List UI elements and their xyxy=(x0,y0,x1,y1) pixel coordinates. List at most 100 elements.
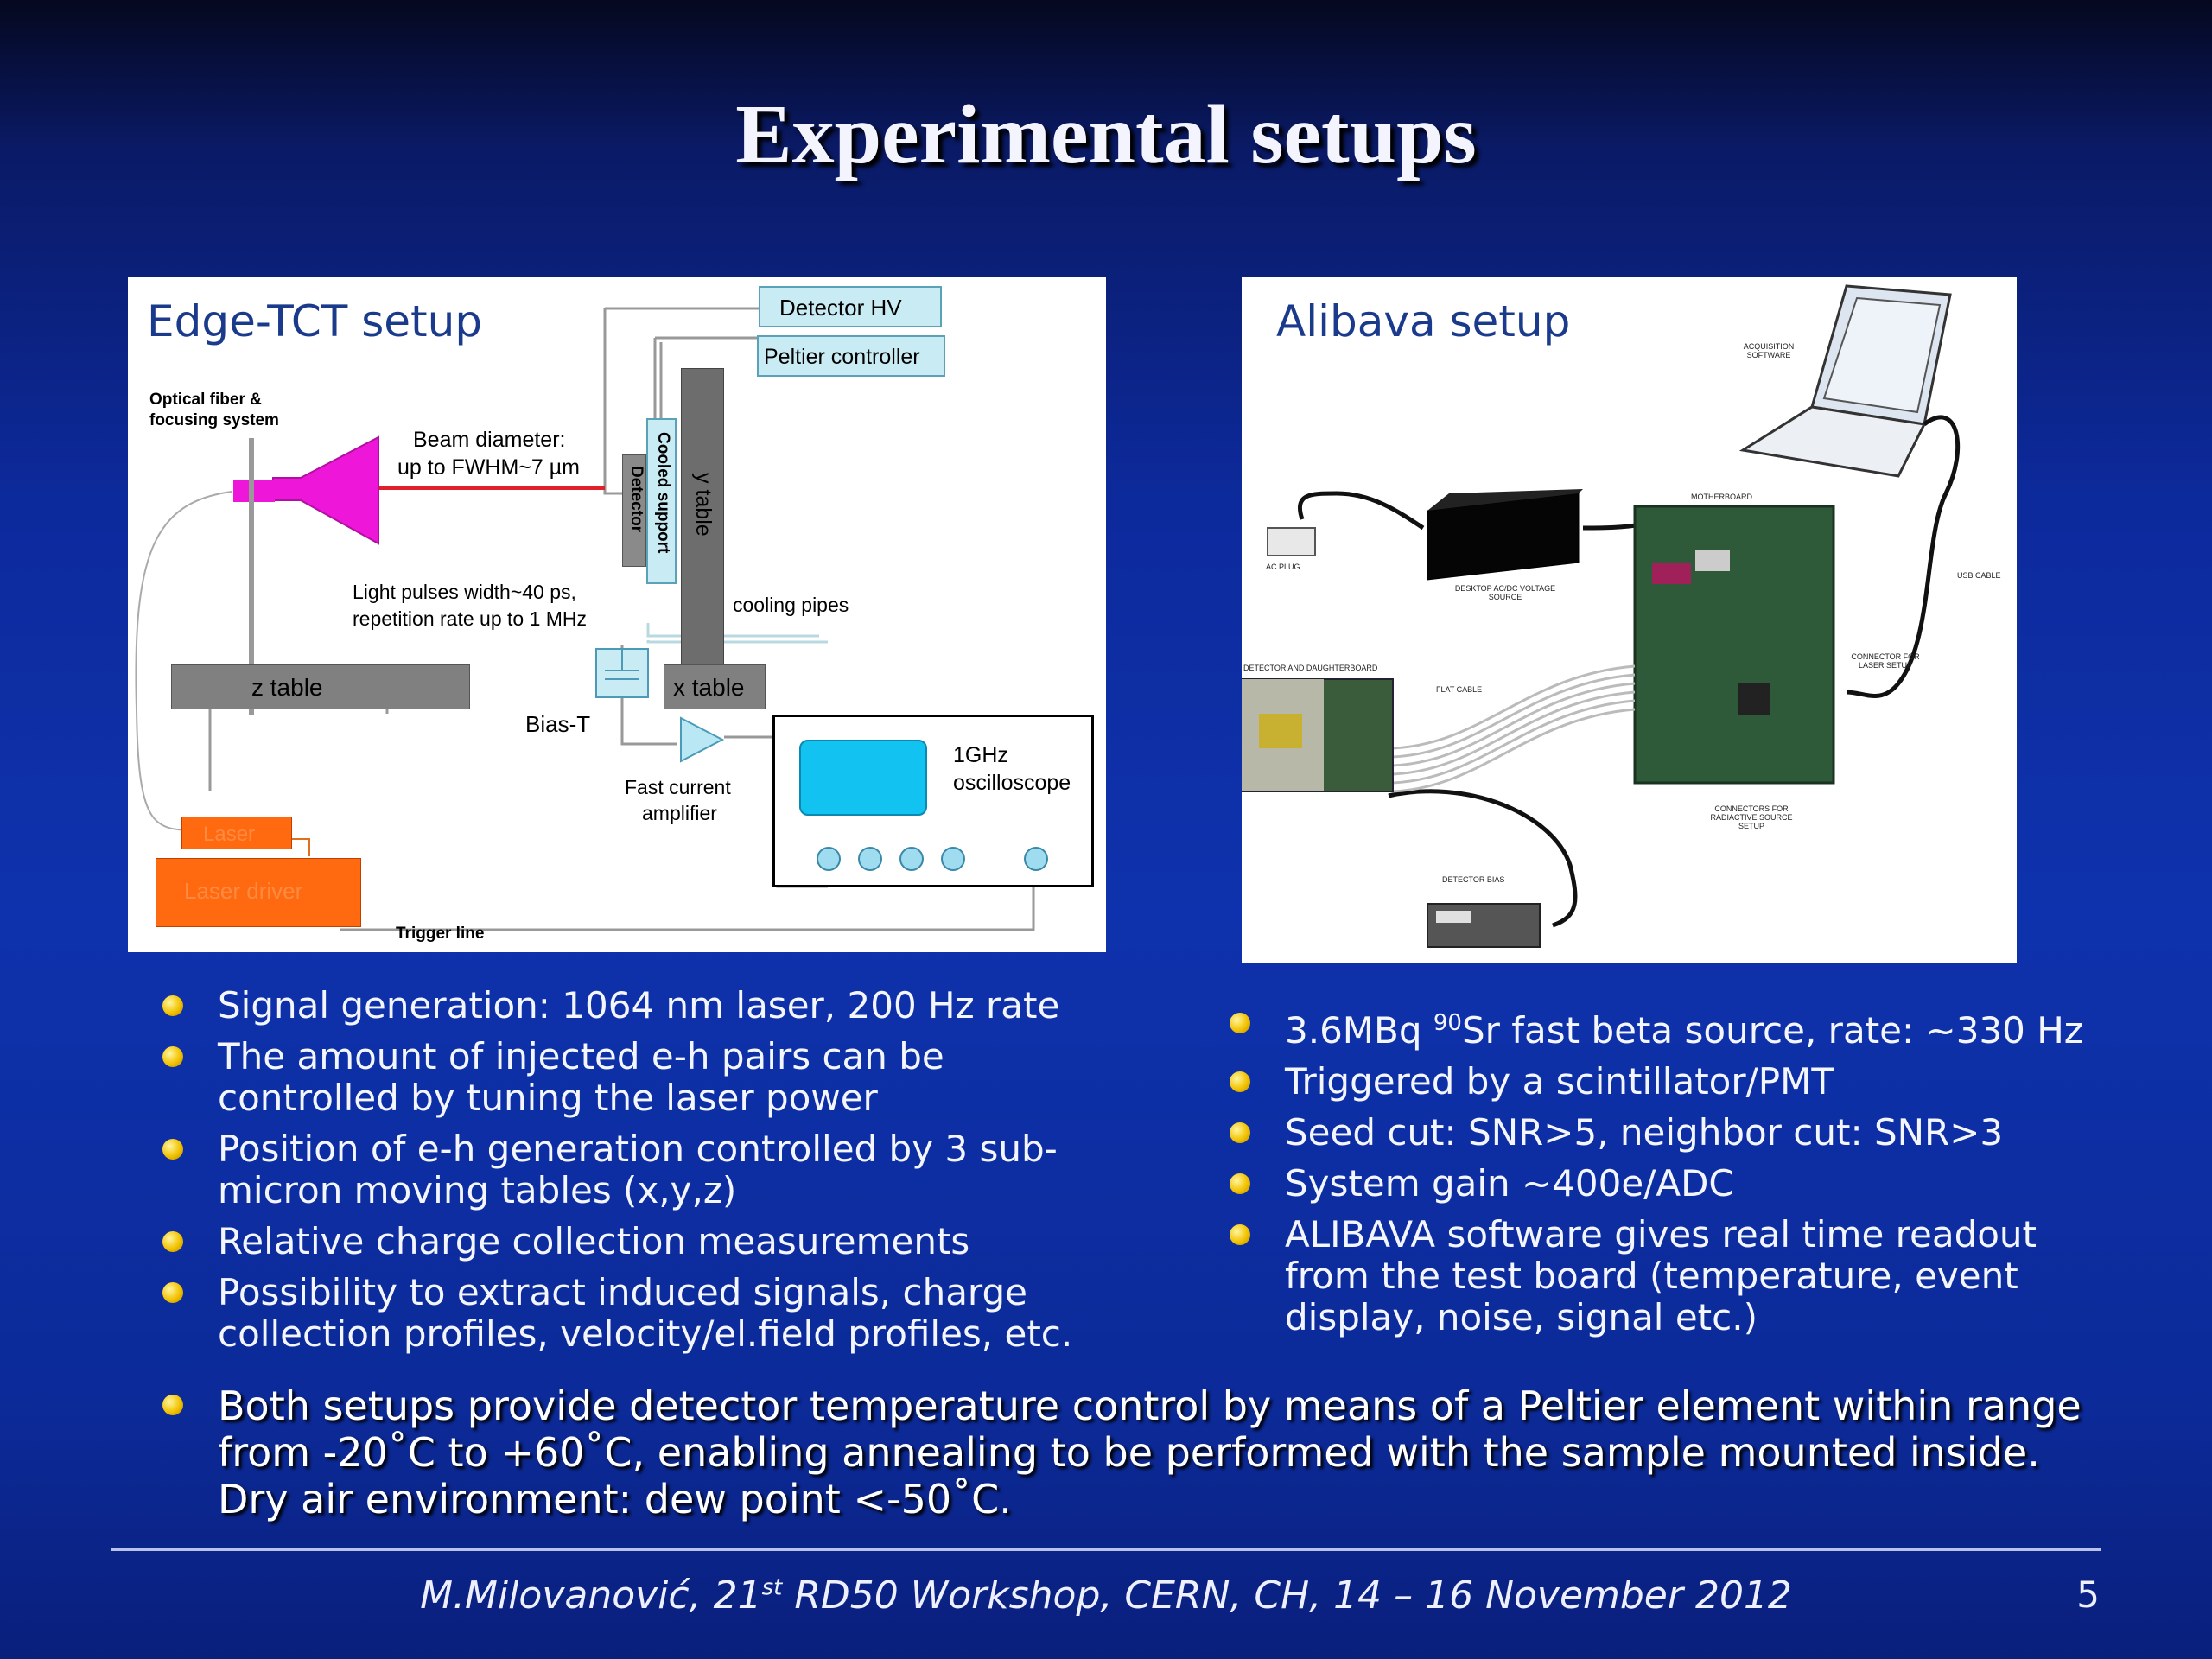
x-table-block: x table xyxy=(664,664,766,709)
oscilloscope-label-2: oscilloscope xyxy=(953,771,1071,795)
bullet-text: ALIBAVA software gives real time readout… xyxy=(1285,1213,2037,1338)
connector-laser-label: CONNECTOR FOR LASER SETUP xyxy=(1851,652,1920,670)
summary-bullets: Both setups provide detector temperature… xyxy=(138,1382,2091,1532)
oscilloscope-label-1: 1GHz xyxy=(953,743,1008,767)
footer-superscript: st xyxy=(761,1574,783,1601)
optical-fiber-label: Optical fiber & xyxy=(149,391,262,409)
cooled-support-block: Cooled support xyxy=(646,418,677,584)
bullet-icon xyxy=(1230,1013,1250,1033)
cooling-pipes-label: cooling pipes xyxy=(733,594,849,616)
detector-block: Detector xyxy=(622,454,646,567)
edge-tct-heading: Edge-TCT setup xyxy=(147,296,483,346)
connectors-radiactive-label: CONNECTORS FOR RADIACTIVE SOURCE SETUP xyxy=(1710,804,1793,830)
psu-label: DESKTOP AC/DC VOLTAGE SOURCE xyxy=(1454,584,1556,601)
scope-knob-4 xyxy=(941,847,965,871)
list-item: Signal generation: 1064 nm laser, 200 Hz… xyxy=(138,985,1115,1027)
bullet-text: Position of e-h generation controlled by… xyxy=(218,1128,1058,1211)
bullet-icon xyxy=(162,1139,183,1160)
list-item: Possibility to extract induced signals, … xyxy=(138,1272,1115,1355)
bullet-text: Seed cut: SNR>5, neighbor cut: SNR>3 xyxy=(1285,1111,2004,1154)
y-table-label: y table xyxy=(691,473,715,537)
detector-label: Detector xyxy=(627,466,645,533)
z-table-post xyxy=(249,438,254,715)
bullet-text: 3.6MBq xyxy=(1285,1009,1433,1052)
beam-fwhm-label: up to FWHM~7 µm xyxy=(397,455,580,480)
laser-driver-label: Laser driver xyxy=(184,878,303,904)
list-item: 3.6MBq 90Sr fast beta source, rate: ~330… xyxy=(1205,1002,2121,1052)
bullet-text: Signal generation: 1064 nm laser, 200 Hz… xyxy=(218,984,1060,1027)
bullet-text: Sr fast beta source, rate: ~330 Hz xyxy=(1461,1009,2083,1052)
footer-author: M.Milovanović, 21 xyxy=(420,1573,762,1618)
light-pulses-label: Light pulses width~40 ps, xyxy=(353,581,576,603)
acquisition-software-label: ACQUISITION SOFTWARE xyxy=(1743,342,1795,359)
bullet-text: The amount of injected e-h pairs can be … xyxy=(218,1035,944,1119)
list-item: Relative charge collection measurements xyxy=(138,1221,1115,1262)
peltier-controller-box: Peltier controller xyxy=(757,335,945,377)
bullet-icon xyxy=(1230,1224,1250,1245)
bullet-icon xyxy=(162,995,183,1016)
bullet-text: Both setups provide detector temperature… xyxy=(218,1382,2082,1522)
bullet-text: Possibility to extract induced signals, … xyxy=(218,1271,1073,1355)
isotope-superscript: 90 xyxy=(1433,1010,1462,1036)
alibava-illustration xyxy=(1242,284,1961,948)
bias-t-label: Bias-T xyxy=(525,711,591,737)
beam-diameter-label: Beam diameter: xyxy=(413,428,566,452)
laser-label: Laser xyxy=(203,823,256,846)
z-table-label: z table xyxy=(251,674,323,701)
laser-driver-box: Laser driver xyxy=(156,858,361,927)
x-table-label: x table xyxy=(673,674,745,701)
y-table-block: y table xyxy=(681,368,724,669)
bullet-icon xyxy=(1230,1173,1250,1194)
detector-hv-box: Detector HV xyxy=(759,286,942,327)
list-item: The amount of injected e-h pairs can be … xyxy=(138,1036,1115,1119)
z-table-block: z table xyxy=(171,664,470,709)
ac-plug-label: AC PLUG xyxy=(1266,563,1300,571)
scope-knob-3 xyxy=(899,847,924,871)
amplifier-label-1: Fast current xyxy=(625,776,731,798)
alibava-diagram: Alibava setup xyxy=(1242,277,2017,963)
usb-cable-label: USB CABLE xyxy=(1957,571,2001,580)
detector-bias-label: DETECTOR BIAS xyxy=(1442,875,1505,884)
footer-divider xyxy=(111,1548,2101,1551)
bullet-text: System gain ~400e/ADC xyxy=(1285,1162,1734,1205)
scope-knob-2 xyxy=(858,847,882,871)
list-item: Seed cut: SNR>5, neighbor cut: SNR>3 xyxy=(1205,1112,2121,1154)
oscilloscope-box: 1GHz oscilloscope xyxy=(772,715,1094,887)
bullet-text: Relative charge collection measurements xyxy=(218,1220,970,1262)
amplifier-label-2: amplifier xyxy=(642,802,717,824)
oscilloscope-screen xyxy=(799,740,927,816)
footer-event: RD50 Workshop, CERN, CH, 14 – 16 Novembe… xyxy=(782,1573,1792,1618)
footer-citation: M.Milovanović, 21st RD50 Workshop, CERN,… xyxy=(0,1573,2212,1618)
list-item: ALIBAVA software gives real time readout… xyxy=(1205,1214,2121,1338)
bullet-icon xyxy=(1230,1122,1250,1143)
cooled-support-label: Cooled support xyxy=(654,432,672,554)
alibava-bullets: 3.6MBq 90Sr fast beta source, rate: ~330… xyxy=(1205,1002,2121,1348)
bullet-icon xyxy=(1230,1071,1250,1092)
edge-tct-bullets: Signal generation: 1064 nm laser, 200 Hz… xyxy=(138,985,1115,1364)
list-item: Triggered by a scintillator/PMT xyxy=(1205,1061,2121,1103)
wiring-lines xyxy=(135,307,1035,931)
slide-title: Experimental setups xyxy=(735,88,1477,181)
laser-box: Laser xyxy=(181,817,292,849)
scope-knob-5 xyxy=(1024,847,1048,871)
trigger-line-label: Trigger line xyxy=(396,925,485,943)
focusing-system-label: focusing system xyxy=(149,411,279,429)
page-number: 5 xyxy=(2076,1573,2100,1616)
list-item: Both setups provide detector temperature… xyxy=(138,1382,2091,1522)
flat-cable-label: FLAT CABLE xyxy=(1436,685,1483,694)
peltier-controller-label: Peltier controller xyxy=(764,345,920,369)
daughterboard-label: DETECTOR AND DAUGHTERBOARD xyxy=(1243,664,1378,672)
motherboard-label: MOTHERBOARD xyxy=(1691,493,1753,501)
bullet-icon xyxy=(162,1395,183,1415)
repetition-rate-label: repetition rate up to 1 MHz xyxy=(353,607,588,630)
list-item: Position of e-h generation controlled by… xyxy=(138,1128,1115,1211)
edge-tct-diagram: Edge-TCT setup xyxy=(128,277,1106,952)
bullet-icon xyxy=(162,1282,183,1303)
bullet-text: Triggered by a scintillator/PMT xyxy=(1285,1060,1834,1103)
detector-hv-label: Detector HV xyxy=(779,295,902,321)
bullet-icon xyxy=(162,1046,183,1067)
scope-knob-1 xyxy=(817,847,841,871)
list-item: System gain ~400e/ADC xyxy=(1205,1163,2121,1205)
bullet-icon xyxy=(162,1231,183,1252)
alibava-heading: Alibava setup xyxy=(1276,296,1571,346)
